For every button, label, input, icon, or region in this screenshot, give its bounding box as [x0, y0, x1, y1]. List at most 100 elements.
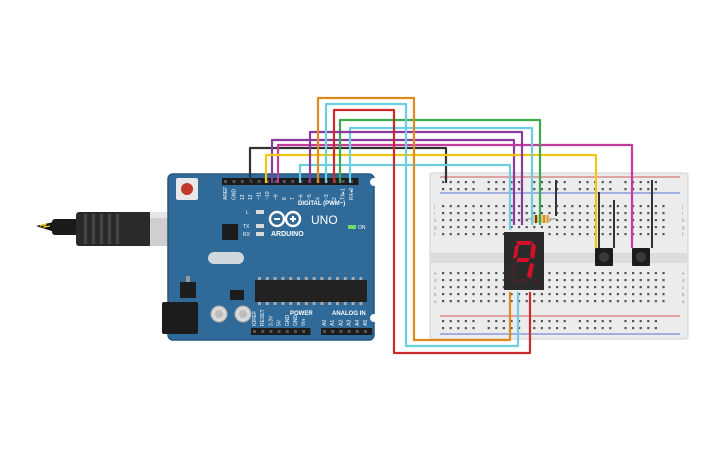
tie-hole[interactable] [540, 212, 543, 215]
tie-hole[interactable] [487, 205, 490, 208]
tie-hole[interactable] [525, 293, 528, 296]
tie-hole[interactable] [578, 279, 581, 282]
tie-hole[interactable] [639, 212, 642, 215]
tie-hole[interactable] [578, 212, 581, 215]
tie-hole[interactable] [502, 226, 505, 229]
tie-hole[interactable] [464, 205, 467, 208]
rail-hole[interactable] [457, 327, 460, 330]
header-pin[interactable] [331, 330, 335, 333]
tie-hole[interactable] [449, 279, 452, 282]
tie-hole[interactable] [616, 293, 619, 296]
tie-hole[interactable] [654, 219, 657, 222]
tie-hole[interactable] [594, 286, 597, 289]
rail-hole[interactable] [502, 327, 505, 330]
tie-hole[interactable] [449, 286, 452, 289]
tie-hole[interactable] [662, 219, 665, 222]
tie-hole[interactable] [464, 279, 467, 282]
tie-hole[interactable] [457, 226, 460, 229]
tie-hole[interactable] [654, 286, 657, 289]
rail-hole[interactable] [601, 327, 604, 330]
tie-hole[interactable] [487, 279, 490, 282]
tie-hole[interactable] [548, 205, 551, 208]
tie-hole[interactable] [586, 279, 589, 282]
tie-hole[interactable] [442, 272, 445, 275]
rail-hole[interactable] [556, 327, 559, 330]
rail-hole[interactable] [601, 188, 604, 191]
rail-hole[interactable] [472, 181, 475, 184]
tie-hole[interactable] [548, 300, 551, 303]
rail-hole[interactable] [533, 188, 536, 191]
tie-hole[interactable] [502, 212, 505, 215]
tie-hole[interactable] [449, 212, 452, 215]
tie-hole[interactable] [662, 212, 665, 215]
tie-hole[interactable] [480, 219, 483, 222]
rail-hole[interactable] [632, 327, 635, 330]
tie-hole[interactable] [472, 293, 475, 296]
tie-hole[interactable] [533, 293, 536, 296]
tie-hole[interactable] [487, 300, 490, 303]
tie-hole[interactable] [457, 300, 460, 303]
header-pin[interactable] [291, 180, 295, 183]
tie-hole[interactable] [540, 300, 543, 303]
rail-hole[interactable] [502, 181, 505, 184]
tie-hole[interactable] [464, 219, 467, 222]
tie-hole[interactable] [457, 272, 460, 275]
rail-hole[interactable] [457, 320, 460, 323]
tie-hole[interactable] [525, 219, 528, 222]
tie-hole[interactable] [571, 293, 574, 296]
tie-hole[interactable] [609, 293, 612, 296]
tie-hole[interactable] [480, 205, 483, 208]
rail-hole[interactable] [654, 327, 657, 330]
tie-hole[interactable] [632, 286, 635, 289]
header-pin[interactable] [224, 180, 227, 183]
rail-hole[interactable] [654, 188, 657, 191]
tie-hole[interactable] [609, 226, 612, 229]
tie-hole[interactable] [639, 205, 642, 208]
tie-hole[interactable] [616, 233, 619, 236]
tie-hole[interactable] [639, 279, 642, 282]
tie-hole[interactable] [556, 233, 559, 236]
tie-hole[interactable] [563, 226, 566, 229]
power-pin-header[interactable] [251, 328, 311, 335]
tie-hole[interactable] [480, 300, 483, 303]
rail-hole[interactable] [594, 320, 597, 323]
rail-hole[interactable] [654, 320, 657, 323]
tie-hole[interactable] [525, 226, 528, 229]
tie-hole[interactable] [578, 233, 581, 236]
tie-hole[interactable] [662, 205, 665, 208]
tie-hole[interactable] [616, 286, 619, 289]
tie-hole[interactable] [609, 205, 612, 208]
header-pin[interactable] [323, 330, 326, 333]
tie-hole[interactable] [563, 233, 566, 236]
rail-hole[interactable] [556, 188, 559, 191]
rail-hole[interactable] [457, 181, 460, 184]
tie-hole[interactable] [518, 205, 521, 208]
tie-hole[interactable] [639, 272, 642, 275]
tie-hole[interactable] [464, 233, 467, 236]
rail-hole[interactable] [449, 181, 452, 184]
tie-hole[interactable] [487, 219, 490, 222]
rail-hole[interactable] [601, 320, 604, 323]
tie-hole[interactable] [518, 212, 521, 215]
tie-hole[interactable] [601, 293, 604, 296]
tie-hole[interactable] [571, 226, 574, 229]
tie-hole[interactable] [518, 226, 521, 229]
tie-hole[interactable] [510, 226, 513, 229]
tie-hole[interactable] [480, 286, 483, 289]
tie-hole[interactable] [662, 226, 665, 229]
tie-hole[interactable] [654, 293, 657, 296]
tie-hole[interactable] [601, 205, 604, 208]
rail-hole[interactable] [540, 181, 543, 184]
tie-hole[interactable] [662, 293, 665, 296]
tie-hole[interactable] [571, 205, 574, 208]
header-pin[interactable] [347, 330, 351, 333]
rail-hole[interactable] [563, 181, 566, 184]
tie-hole[interactable] [586, 226, 589, 229]
rail-hole[interactable] [624, 320, 627, 323]
rail-hole[interactable] [442, 181, 445, 184]
tie-hole[interactable] [480, 279, 483, 282]
tie-hole[interactable] [502, 233, 505, 236]
tie-hole[interactable] [502, 272, 505, 275]
tie-hole[interactable] [586, 205, 589, 208]
